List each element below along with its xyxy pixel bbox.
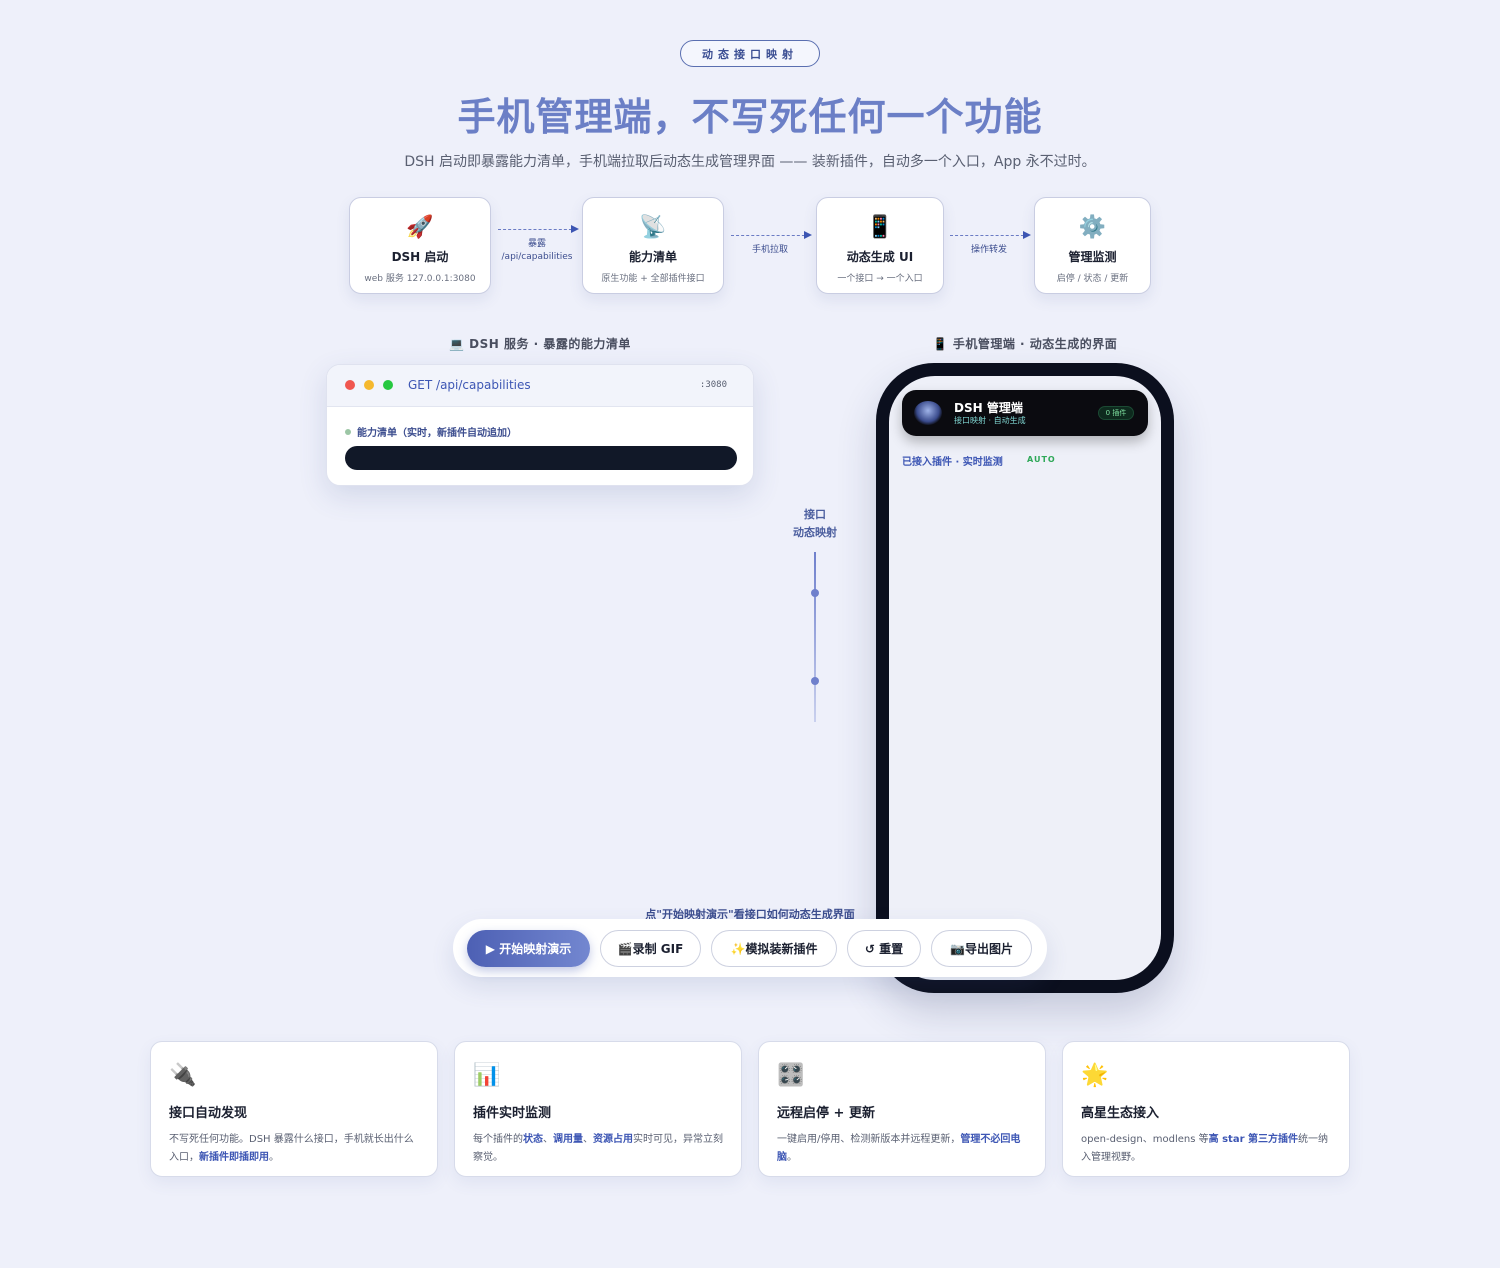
feature-card-ecosystem: 🌟 高星生态接入 open-design、modlens 等高 star 第三方… (1062, 1041, 1350, 1177)
feature-desc: 每个插件的状态、调用量、资源占用实时可见，异常立刻察觉。 (473, 1134, 723, 1163)
start-demo-button[interactable]: ▶ 开始映射演示 (467, 930, 590, 967)
flow-arrow-label: 暴露 /api/capabilities (501, 239, 573, 262)
flow-step-title: 能力清单 (628, 250, 677, 264)
star-icon: 🌟 (1081, 1063, 1109, 1088)
server-section-title: 💻 DSH 服务 · 暴露的能力清单 (449, 337, 631, 351)
flow-step-title: 管理监测 (1068, 250, 1117, 264)
maximize-dot-icon (383, 380, 393, 390)
flow-step-start: 🚀 DSH 启动 web 服务 127.0.0.1:3080 (349, 197, 491, 294)
flow-arrow (731, 231, 812, 239)
flow-step-title: DSH 启动 (391, 250, 449, 264)
feature-card-remote: 🎛️ 远程启停 + 更新 一键启用/停用、检测新版本并远程更新，管理不必回电脑。 (758, 1041, 1046, 1177)
demo-hint: 点"开始映射演示"看接口如何动态生成界面 (645, 908, 855, 921)
panel-header: GET /api/capabilities :3080 (327, 365, 753, 407)
record-gif-button[interactable]: 🎬录制 GIF (600, 930, 701, 967)
export-image-button[interactable]: 📷导出图片 (931, 930, 1032, 967)
mapping-dot (811, 677, 819, 685)
feature-title: 远程启停 + 更新 (777, 1106, 875, 1121)
flow-step-capabilities: 📡 能力清单 原生功能 + 全部插件接口 (582, 197, 724, 294)
page-title: 手机管理端，不写死任何一个功能 (457, 95, 1043, 139)
simulate-plugin-button[interactable]: ✨模拟装新插件 (711, 930, 837, 967)
feature-title: 接口自动发现 (169, 1106, 248, 1121)
endpoint-url: GET /api/capabilities (408, 378, 531, 392)
flow-step-dynamic-ui: 📱 动态生成 UI 一个接口 → 一个入口 (816, 197, 944, 294)
mapping-dot (811, 589, 819, 597)
avatar (914, 401, 942, 425)
reset-button[interactable]: ↺ 重置 (847, 930, 921, 967)
feature-card-monitoring: 📊 插件实时监测 每个插件的状态、调用量、资源占用实时可见，异常立刻察觉。 (454, 1041, 742, 1177)
gear-icon: ⚙️ (1078, 215, 1107, 240)
feature-title: 高星生态接入 (1081, 1106, 1160, 1121)
phone-section-title: 📱 手机管理端 · 动态生成的界面 (932, 337, 1118, 351)
phone-screen (889, 376, 1161, 980)
plugin-list-label: 已接入插件 · 实时监测 (902, 457, 1003, 468)
section-tag: 动态接口映射 (680, 40, 820, 67)
flow-step-sub: 启停 / 状态 / 更新 (1056, 274, 1129, 284)
capabilities-output-bar (345, 446, 737, 470)
feature-desc: 不写死任何功能。DSH 暴露什么接口，手机就长出什么入口，新插件即插即用。 (169, 1134, 414, 1163)
close-dot-icon (345, 380, 355, 390)
flow-step-sub: 原生功能 + 全部插件接口 (601, 274, 705, 284)
flow-arrow (498, 225, 579, 233)
capabilities-panel: GET /api/capabilities :3080 能力清单（实时，新插件自… (326, 364, 754, 486)
phone-icon: 📱 (866, 215, 894, 240)
app-subtitle: 接口映射 · 自动生成 (954, 416, 1026, 425)
minimize-dot-icon (364, 380, 374, 390)
page-subtitle: DSH 启动即暴露能力清单，手机端拉取后动态生成管理界面 —— 装新插件，自动多… (404, 154, 1096, 170)
feature-card-discovery: 🔌 接口自动发现 不写死任何功能。DSH 暴露什么接口，手机就长出什么入口，新插… (150, 1041, 438, 1177)
auto-badge: AUTO (1027, 455, 1056, 464)
bar-chart-icon: 📊 (473, 1063, 501, 1088)
plug-icon: 🔌 (169, 1063, 197, 1088)
flow-step-manage: ⚙️ 管理监测 启停 / 状态 / 更新 (1034, 197, 1151, 294)
flow-arrow-label: 操作转发 (970, 245, 1007, 255)
flow-arrow (950, 231, 1031, 239)
rocket-icon: 🚀 (406, 215, 434, 240)
feature-title: 插件实时监测 (473, 1106, 552, 1121)
port-label: :3080 (699, 380, 727, 390)
feature-desc: 一键启用/停用、检测新版本并远程更新，管理不必回电脑。 (777, 1134, 1021, 1163)
status-dot-icon (345, 429, 351, 435)
control-knobs-icon: 🎛️ (777, 1063, 805, 1088)
satellite-icon: 📡 (639, 215, 667, 240)
flow-step-sub: web 服务 127.0.0.1:3080 (364, 274, 476, 284)
flow-arrow-label: 手机拉取 (751, 245, 788, 255)
feature-desc: open-design、modlens 等高 star 第三方插件统一纳入管理视… (1081, 1134, 1328, 1163)
app-title: DSH 管理端 (954, 401, 1023, 415)
flow-step-title: 动态生成 UI (846, 250, 914, 264)
flow-step-sub: 一个接口 → 一个入口 (837, 274, 923, 284)
capabilities-note: 能力清单（实时，新插件自动追加） (345, 424, 517, 439)
mapping-line (814, 552, 816, 722)
plugin-count-badge: 0 插件 (1098, 406, 1134, 420)
mapping-label: 接口 动态映射 (793, 508, 837, 539)
